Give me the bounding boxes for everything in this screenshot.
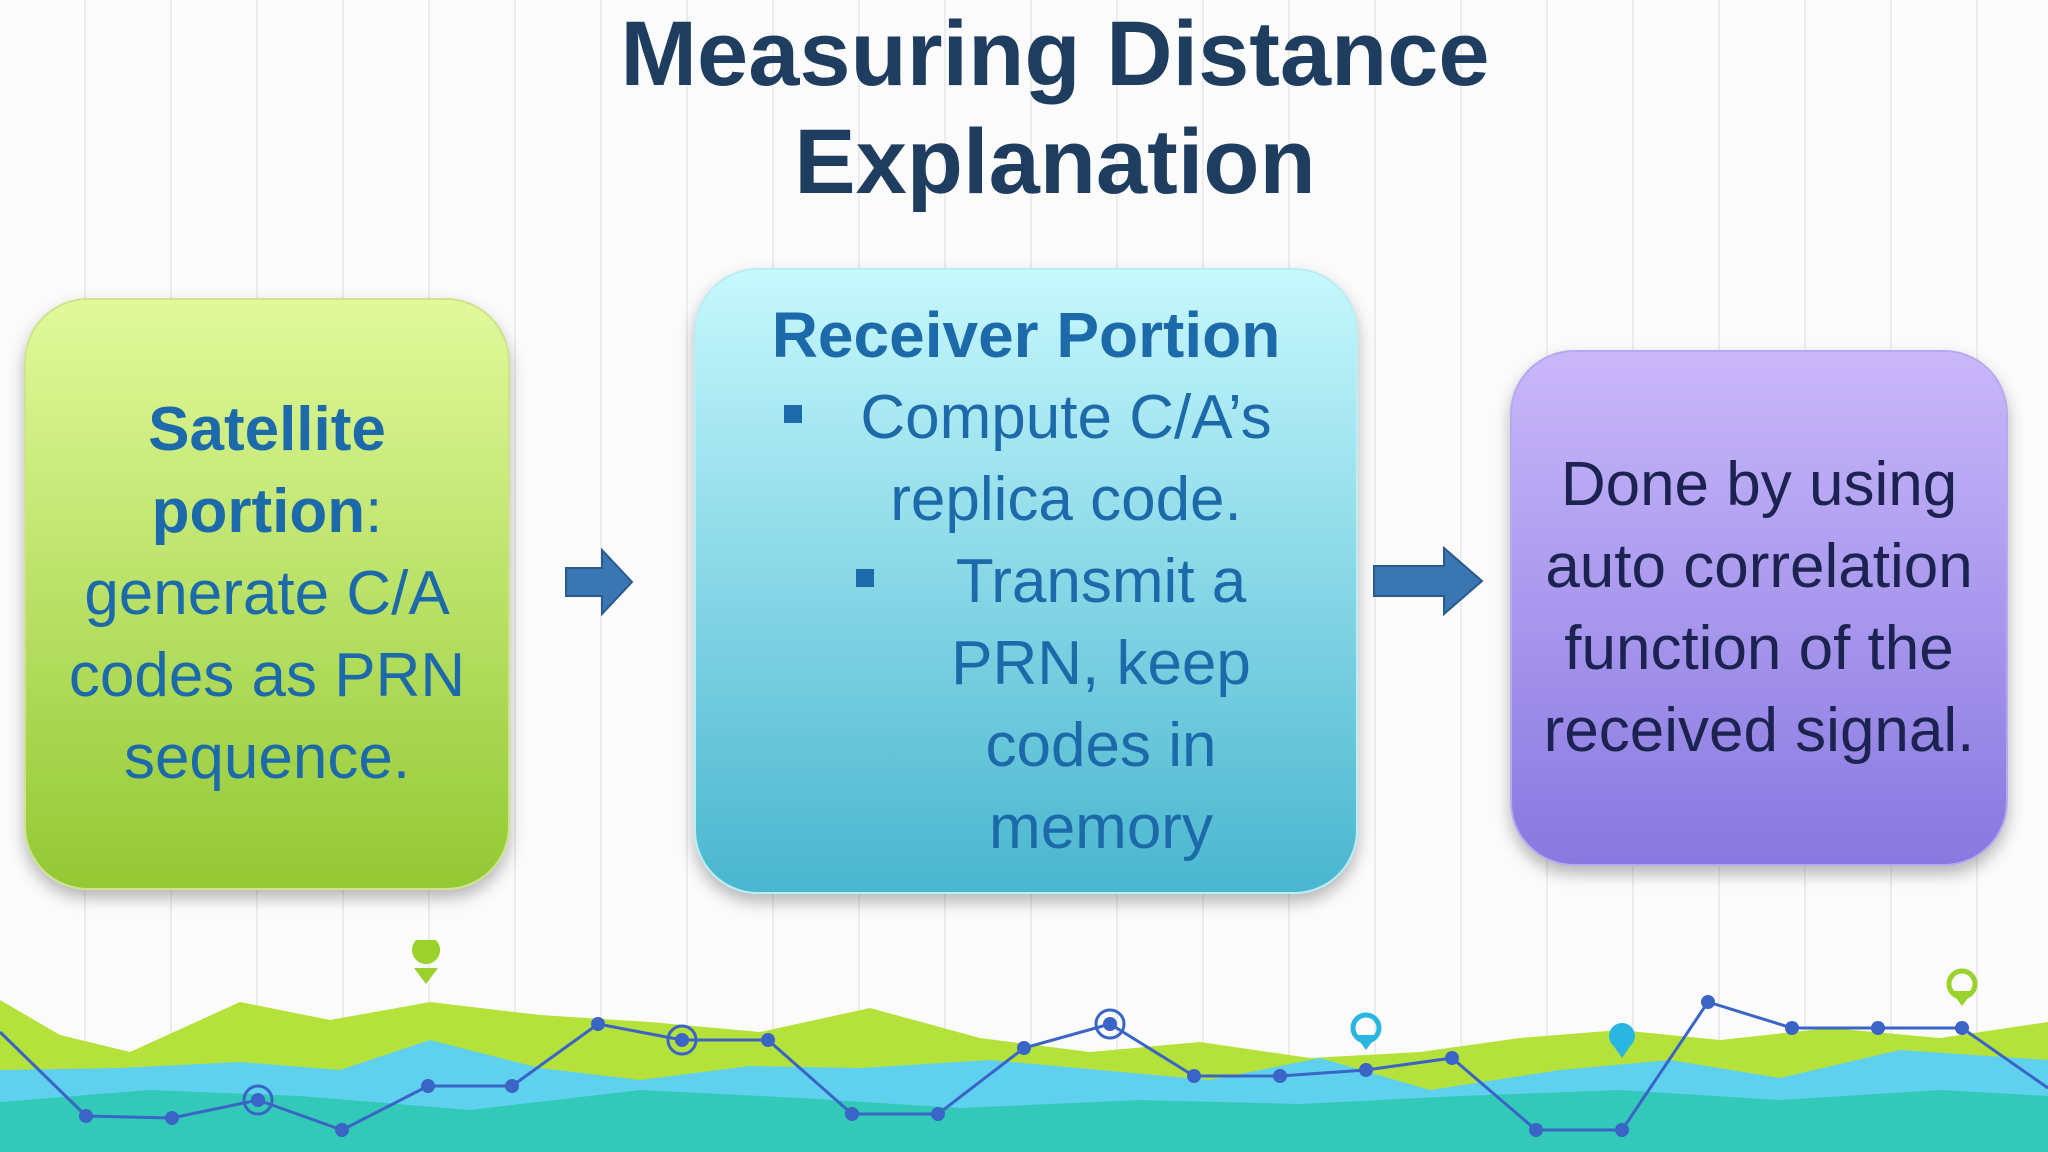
right-arrow-icon bbox=[1373, 546, 1484, 616]
receiver-bullet: Transmit a PRN, keep codes in memory bbox=[726, 541, 1326, 869]
location-pin-icon bbox=[1350, 1012, 1382, 1050]
autocorrelation-text: Done by using auto correlation function … bbox=[1543, 450, 1975, 765]
receiver-bullet: Compute C/A’s replica code. bbox=[726, 377, 1326, 541]
autocorrelation-box: Done by using auto correlation function … bbox=[1510, 350, 2008, 866]
satellite-portion-box: Satellite portion: generate C/A codes as… bbox=[24, 298, 510, 890]
receiver-portion-heading: Receiver Portion bbox=[771, 299, 1281, 371]
satellite-portion-description: generate C/A codes as PRN sequence. bbox=[68, 559, 466, 792]
title-line-1: Measuring Distance bbox=[620, 3, 1490, 105]
receiver-portion-box: Receiver Portion Compute C/A’s replica c… bbox=[694, 268, 1358, 894]
location-pin-icon bbox=[412, 940, 441, 984]
bullet-square-icon bbox=[784, 405, 802, 423]
location-pin-icon bbox=[1609, 1023, 1635, 1058]
page-title: Measuring Distance Explanation bbox=[0, 0, 2048, 216]
location-pin-icon bbox=[1946, 968, 1978, 1006]
satellite-portion-text: Satellite portion: generate C/A codes as… bbox=[68, 395, 466, 792]
bullet-square-icon bbox=[856, 569, 874, 587]
title-line-2: Explanation bbox=[794, 111, 1316, 213]
right-arrow-icon bbox=[565, 548, 634, 616]
decorative-landscape bbox=[0, 940, 2048, 1152]
satellite-portion-label: Satellite portion bbox=[148, 395, 386, 546]
